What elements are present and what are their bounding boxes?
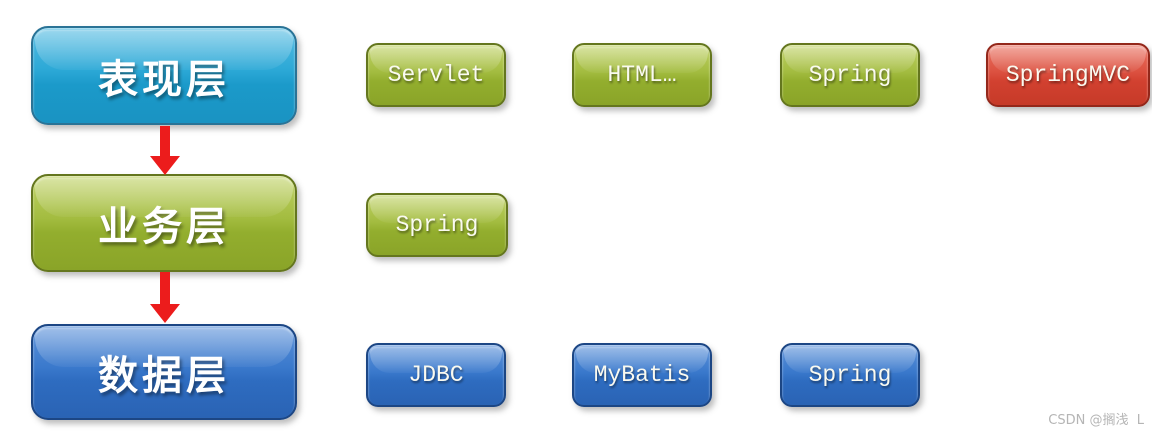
watermark: CSDN @搁浅 L — [1048, 413, 1144, 428]
arrow-down-icon — [150, 272, 180, 323]
tech-label-html: HTML… — [607, 62, 677, 88]
tech-label-jdbc: JDBC — [408, 362, 464, 388]
tech-box-spring-data: Spring — [780, 343, 920, 407]
arrow-head — [150, 304, 180, 323]
layer-box-presentation: 表现层 — [31, 26, 297, 125]
tech-box-spring-business: Spring — [366, 193, 508, 257]
tech-box-servlet: Servlet — [366, 43, 506, 107]
tech-label-servlet: Servlet — [387, 62, 485, 88]
tech-label-spring: Spring — [808, 362, 892, 388]
tech-label-spring: Spring — [395, 212, 479, 238]
tech-label-mybatis: MyBatis — [593, 362, 691, 388]
arrow-head — [150, 156, 180, 175]
tech-box-spring-presentation: Spring — [780, 43, 920, 107]
tech-box-jdbc: JDBC — [366, 343, 506, 407]
layer-box-business: 业务层 — [31, 174, 297, 272]
tech-label-springmvc: SpringMVC — [1005, 62, 1131, 88]
layer-box-data: 数据层 — [31, 324, 297, 420]
arrow-shaft — [160, 126, 170, 156]
arrow-down-icon — [150, 126, 180, 175]
tech-box-springmvc: SpringMVC — [986, 43, 1150, 107]
layer-label-data: 数据层 — [98, 353, 230, 399]
arrow-shaft — [160, 272, 170, 304]
tech-box-html: HTML… — [572, 43, 712, 107]
tech-label-spring: Spring — [808, 62, 892, 88]
tech-box-mybatis: MyBatis — [572, 343, 712, 407]
layer-label-presentation: 表现层 — [98, 56, 230, 103]
layer-label-business: 业务层 — [98, 204, 230, 250]
